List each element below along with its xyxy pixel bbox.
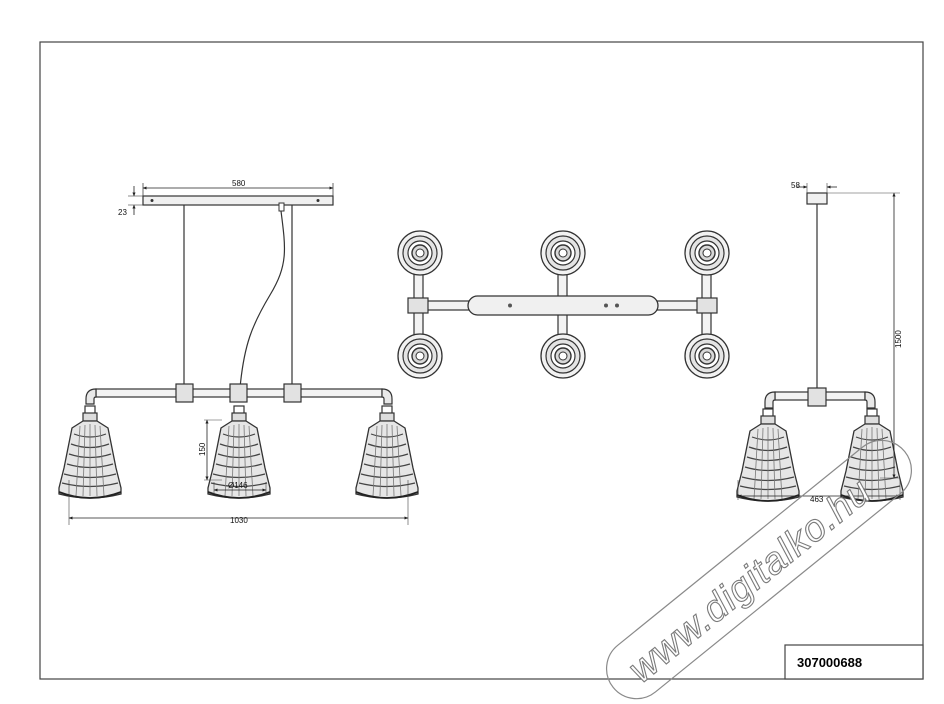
shade-top-rosette <box>684 230 730 276</box>
shade-top-rosette <box>540 230 586 276</box>
shade-top-rosette <box>540 333 586 379</box>
canopy-depth-label: 58 <box>791 181 800 190</box>
canopy-top <box>467 295 659 316</box>
drawing-frame <box>39 41 924 680</box>
power-cord <box>239 210 286 389</box>
pendant-shade <box>736 408 800 502</box>
pendant-shade <box>355 405 419 499</box>
pendant-shade <box>58 405 122 499</box>
shade-top-rosette <box>684 333 730 379</box>
part-number: 307000688 <box>797 655 862 670</box>
front-view: 580 23 150 Ø146 <box>58 179 419 525</box>
canopy-height-label: 23 <box>118 208 127 217</box>
watermark-outline <box>605 439 912 700</box>
shade-top-rosette <box>397 333 443 379</box>
shade-top-rosette <box>397 230 443 276</box>
canopy <box>142 195 334 206</box>
depth-label: 463 <box>810 495 824 504</box>
shade-diameter-label: Ø146 <box>228 481 248 490</box>
top-view <box>397 230 730 379</box>
total-height-label: 1500 <box>894 330 903 348</box>
canopy-width-label: 580 <box>232 179 246 188</box>
total-width-label: 1030 <box>230 516 248 525</box>
canopy-side <box>806 192 828 205</box>
shade-height-label: 150 <box>198 442 207 456</box>
side-view: 58 1500 463 <box>736 181 904 504</box>
part-number-box <box>784 644 924 680</box>
